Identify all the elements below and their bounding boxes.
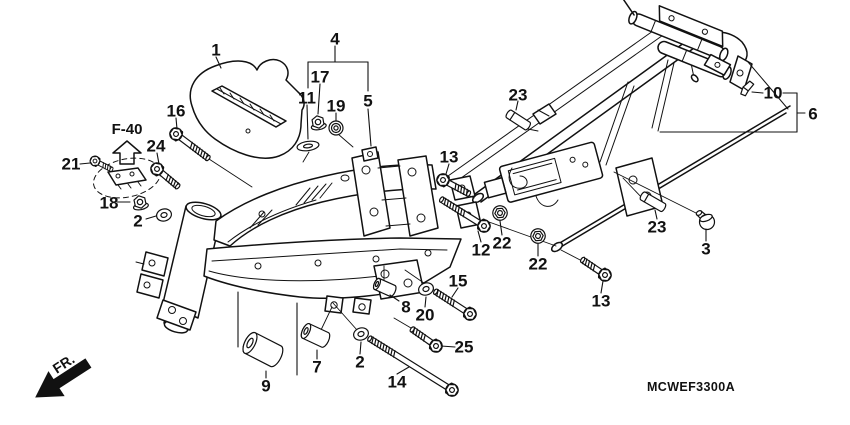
- callout-3: 3: [701, 240, 710, 259]
- callout-20: 20: [416, 306, 435, 325]
- flange-bolt-14-part: [367, 335, 459, 397]
- leader-line: [79, 162, 91, 165]
- spacer-8-part: [372, 277, 397, 298]
- leader-line: [445, 163, 450, 175]
- f40-label: F-40: [112, 121, 143, 138]
- callout-16: 16: [167, 102, 186, 121]
- callout-21: 21: [62, 155, 81, 174]
- leader-line: [145, 215, 157, 220]
- flange-nut-17-part: [310, 115, 327, 131]
- callout-7: 7: [312, 358, 321, 377]
- bushing-7-part: [300, 322, 331, 348]
- leader-line: [389, 294, 400, 302]
- rear-carrier-assembly: [621, 0, 732, 83]
- callout-25: 25: [455, 338, 474, 357]
- heat-guard: [189, 58, 305, 159]
- flange-bolt-24-part: [150, 162, 181, 190]
- leader-line: [654, 209, 658, 220]
- bushing-9-part: [242, 331, 284, 368]
- fastener-parts: [89, 80, 755, 397]
- main-frame: [135, 146, 462, 334]
- dowel-pin-23-part: [639, 191, 667, 213]
- callout-12: 12: [472, 241, 491, 260]
- collar-nut-22-part: [492, 205, 508, 221]
- group-bracket-line: [751, 91, 764, 94]
- callout-13: 13: [440, 148, 459, 167]
- leader-line: [156, 152, 160, 165]
- cap-bolt-3-part: [695, 210, 716, 231]
- washer-2-part: [353, 327, 369, 341]
- callout-17: 17: [311, 68, 330, 87]
- install-line: [332, 302, 358, 331]
- callout-24: 24: [147, 137, 166, 156]
- leader-lines: [79, 56, 707, 379]
- flange-bolt-12-part: [438, 196, 491, 233]
- collar-nut-22-part: [530, 228, 546, 244]
- washer-2-part: [155, 208, 173, 222]
- callout-23: 23: [509, 86, 528, 105]
- install-line: [337, 133, 354, 148]
- callout-4: 4: [330, 30, 340, 49]
- dowel-pin-23-part: [505, 109, 531, 131]
- leader-line: [499, 220, 503, 236]
- callout-23: 23: [648, 218, 667, 237]
- flange-bolt-25-part: [409, 326, 443, 353]
- leader-line: [424, 296, 427, 308]
- callout-18: 18: [100, 194, 119, 213]
- install-line: [393, 317, 412, 329]
- install-line: [320, 306, 333, 331]
- leader-line: [396, 366, 410, 375]
- group-brackets: [237, 45, 806, 376]
- clip-10-part: [740, 80, 755, 97]
- callout-9: 9: [261, 377, 270, 396]
- callout-10: 10: [764, 84, 783, 103]
- callout-6: 6: [808, 105, 817, 124]
- control-box: [483, 141, 604, 203]
- flange-nut-18-part: [132, 195, 149, 211]
- mount-washer-11-part: [296, 140, 320, 152]
- callout-13: 13: [592, 292, 611, 311]
- flange-bolt-16-part: [169, 127, 211, 162]
- callout-5: 5: [363, 92, 372, 111]
- flange-bolt-13-part: [579, 256, 612, 282]
- callout-2: 2: [355, 353, 364, 372]
- callout-22: 22: [529, 255, 548, 274]
- leader-line: [451, 287, 459, 298]
- callout-14: 14: [388, 373, 407, 392]
- flange-bolt-13-part: [436, 173, 472, 197]
- callout-11: 11: [298, 89, 316, 108]
- leader-line: [215, 56, 222, 69]
- callout-1: 1: [211, 41, 220, 60]
- fr-direction-arrow: FR.: [35, 351, 92, 398]
- callout-8: 8: [401, 298, 410, 317]
- install-line: [208, 158, 253, 188]
- flange-bolt-21-part: [89, 155, 114, 172]
- washer-20-part: [418, 282, 434, 296]
- diagram-code: MCWEF3300A: [647, 380, 735, 394]
- leader-line: [515, 100, 519, 111]
- leader-line: [306, 104, 309, 140]
- gusset-hatching: [249, 182, 333, 229]
- front-arrow-icon: [35, 358, 92, 398]
- collar-19-part: [328, 120, 344, 136]
- callout-19: 19: [327, 97, 346, 116]
- leader-line: [359, 341, 362, 355]
- leader-line: [477, 230, 482, 243]
- leader-line: [317, 83, 321, 115]
- leader-line: [175, 117, 178, 130]
- flange-bolt-15-part: [432, 288, 477, 321]
- leader-line: [440, 345, 456, 348]
- wire-clip: [508, 167, 528, 189]
- install-line: [613, 171, 699, 215]
- callout-15: 15: [449, 272, 468, 291]
- callout-22: 22: [493, 234, 512, 253]
- group-bracket-line: [367, 108, 372, 147]
- rib-hatching: [219, 87, 275, 122]
- leader-line: [600, 280, 604, 294]
- callout-2: 2: [133, 212, 142, 231]
- stay-plate: [107, 167, 147, 186]
- install-line: [302, 151, 310, 163]
